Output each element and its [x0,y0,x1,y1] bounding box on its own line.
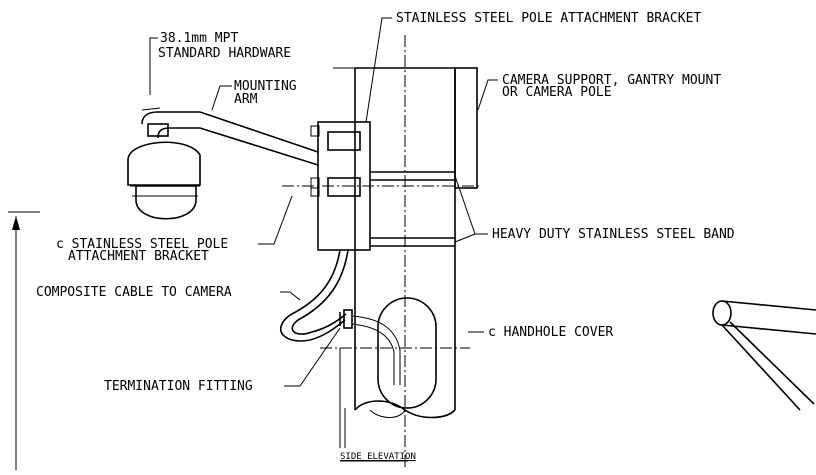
camera-support-label-line1: CAMERA SUPPORT, GANTRY MOUNT [502,73,721,88]
handhole-cover [351,297,437,409]
attachment-bracket [310,121,371,251]
mounting-arm-label-line2: ARM [234,92,258,107]
termination-fitting [339,309,353,329]
cl-bracket-label-line2: ATTACHMENT BRACKET [68,249,209,264]
height-dimension [8,211,40,470]
cl-bracket-label-line1: c STAINLESS STEEL POLE [56,237,228,252]
cable-label: COMPOSITE CABLE TO CAMERA [36,285,232,300]
partial-right-view [712,300,816,411]
mounting-arm-label-line1: MOUNTING [234,79,297,94]
band-label: HEAVY DUTY STAINLESS STEEL BAND [492,227,735,242]
leader-lines [149,17,498,387]
camera-support-label-line2: OR CAMERA POLE [502,85,612,100]
hardware-label-line1: 38.1mm MPT [160,31,238,46]
handhole-label: c HANDHOLE COVER [488,325,613,340]
view-title: SIDE ELEVATION [340,452,416,462]
camera-dome [127,123,201,220]
termination-label: TERMINATION FITTING [104,379,253,394]
steel-bands [370,171,455,247]
hardware-label-line2: STANDARD HARDWARE [158,46,291,61]
bracket-label: STAINLESS STEEL POLE ATTACHMENT BRACKET [396,11,701,26]
camera-support [454,67,478,189]
composite-cable [279,249,349,342]
